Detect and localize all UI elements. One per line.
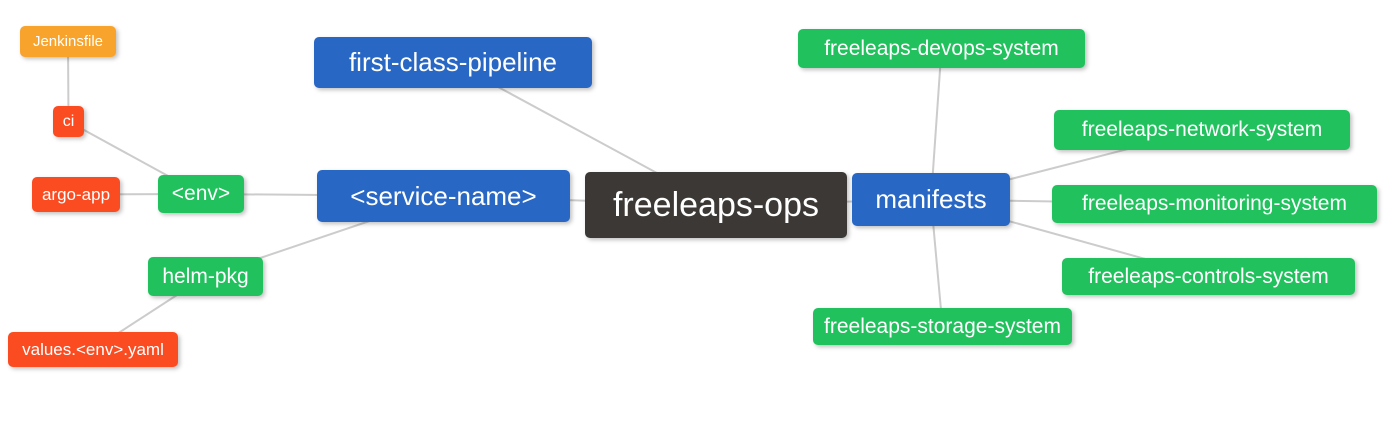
mindmap-node-service-name[interactable]: <service-name>	[317, 170, 570, 222]
mindmap-node-network-system[interactable]: freeleaps-network-system	[1054, 110, 1350, 150]
mindmap-node-env[interactable]: <env>	[158, 175, 244, 213]
mindmap-node-values-env-yaml[interactable]: values.<env>.yaml	[8, 332, 178, 367]
mindmap-node-freeleaps-ops[interactable]: freeleaps-ops	[585, 172, 847, 238]
mindmap-node-ci[interactable]: ci	[53, 106, 84, 137]
mindmap-node-argo-app[interactable]: argo-app	[32, 177, 120, 212]
mindmap-node-monitoring-system[interactable]: freeleaps-monitoring-system	[1052, 185, 1377, 223]
mindmap-node-controls-system[interactable]: freeleaps-controls-system	[1062, 258, 1355, 295]
mindmap-node-devops-system[interactable]: freeleaps-devops-system	[798, 29, 1085, 68]
mindmap-node-storage-system[interactable]: freeleaps-storage-system	[813, 308, 1072, 345]
mindmap-node-helm-pkg[interactable]: helm-pkg	[148, 257, 263, 296]
mindmap-node-first-class-pipeline[interactable]: first-class-pipeline	[314, 37, 592, 88]
mindmap-node-jenkinsfile[interactable]: Jenkinsfile	[20, 26, 116, 57]
mindmap-node-manifests[interactable]: manifests	[852, 173, 1010, 226]
